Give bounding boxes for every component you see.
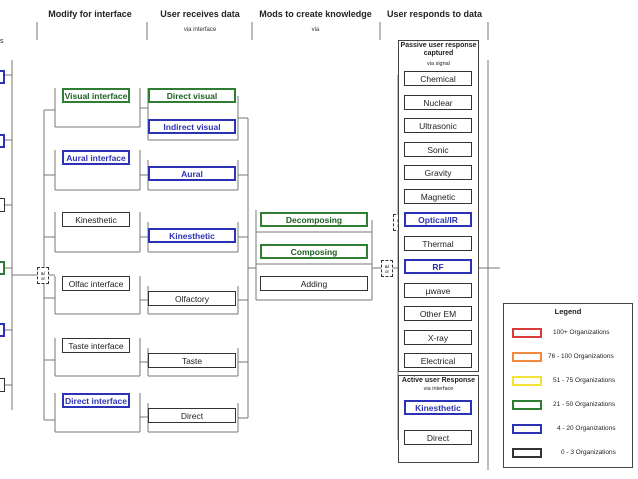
and-or-marker: &/or (37, 267, 49, 284)
interface-visual: Visual interface (62, 88, 130, 103)
received-direct-visual: Direct visual (148, 88, 236, 103)
left-edge-box (0, 198, 5, 212)
active-response-sub: via interface (423, 386, 454, 392)
active-response-title: Active user Response (401, 377, 476, 384)
received-kinesthetic: Kinesthetic (148, 228, 236, 243)
mod-decomposing: Decomposing (260, 212, 368, 227)
passive-response-sub: via signal (427, 61, 450, 67)
signal-magnetic: Magnetic (404, 189, 472, 204)
subheader-mods: via (311, 27, 320, 33)
left-edge-box (0, 378, 5, 392)
received-taste: Taste (148, 353, 236, 368)
legend-label: 21 - 50 Organizations (553, 401, 616, 408)
legend-label: 51 - 75 Organizations (553, 377, 616, 384)
signal-ultrasonic: Ultrasonic (404, 118, 472, 133)
left-edge-box (0, 70, 5, 84)
legend-swatch-21-50 (512, 400, 542, 410)
header-receives: User receives data (160, 9, 240, 19)
active-direct: Direct (404, 430, 472, 445)
header-modify: Modify for interface (48, 9, 132, 19)
legend-label: 0 - 3 Organizations (561, 449, 616, 456)
signal-chemical: Chemical (404, 71, 472, 86)
interface-olfac: Olfac interface (62, 276, 130, 291)
signal-rf: RF (404, 259, 472, 274)
header-responds: User responds to data (386, 9, 483, 19)
received-indirect-visual: Indirect visual (148, 119, 236, 134)
left-edge-box (0, 134, 5, 148)
received-aural: Aural (148, 166, 236, 181)
passive-response-title: Passive user response captured (400, 42, 477, 57)
passive-response-panel (398, 40, 479, 372)
interface-aural: Aural interface (62, 150, 130, 165)
legend-label: 4 - 20 Organizations (557, 425, 616, 432)
signal-gravity: Gravity (404, 165, 472, 180)
and-or-marker: &/or (381, 260, 393, 277)
signal-electrical: Electrical (404, 353, 472, 368)
signal-optical-ir: Optical/IR (404, 212, 472, 227)
left-edge-box (0, 261, 5, 275)
legend-label: 76 - 100 Organizations (548, 353, 614, 360)
signal-nuclear: Nuclear (404, 95, 472, 110)
active-kinesthetic: Kinesthetic (404, 400, 472, 415)
signal-sonic: Sonic (404, 142, 472, 157)
signal-x-ray: X-ray (404, 330, 472, 345)
interface-kinesthetic: Kinesthetic (62, 212, 130, 227)
mod-composing: Composing (260, 244, 368, 259)
received-direct: Direct (148, 408, 236, 423)
mod-adding: Adding (260, 276, 368, 291)
legend-swatch-51-75 (512, 376, 542, 386)
legend-swatch-76-100 (512, 352, 542, 362)
left-edge-box (0, 323, 5, 337)
subheader-receives: via interface (183, 27, 217, 33)
interface-direct: Direct interface (62, 393, 130, 408)
active-response-panel (398, 375, 479, 463)
signal-microwave: µwave (404, 283, 472, 298)
signal-other-em: Other EM (404, 306, 472, 321)
legend-swatch-4-20 (512, 424, 542, 434)
header-left-fragment: s (0, 38, 4, 45)
interface-taste: Taste interface (62, 338, 130, 353)
received-olfactory: Olfactory (148, 291, 236, 306)
legend-label: 100+ Organizations (553, 329, 610, 336)
legend-swatch-0-3 (512, 448, 542, 458)
signal-thermal: Thermal (404, 236, 472, 251)
header-mods: Mods to create knowledge (259, 9, 372, 19)
legend-title: Legend (554, 307, 582, 316)
legend-swatch-100plus (512, 328, 542, 338)
